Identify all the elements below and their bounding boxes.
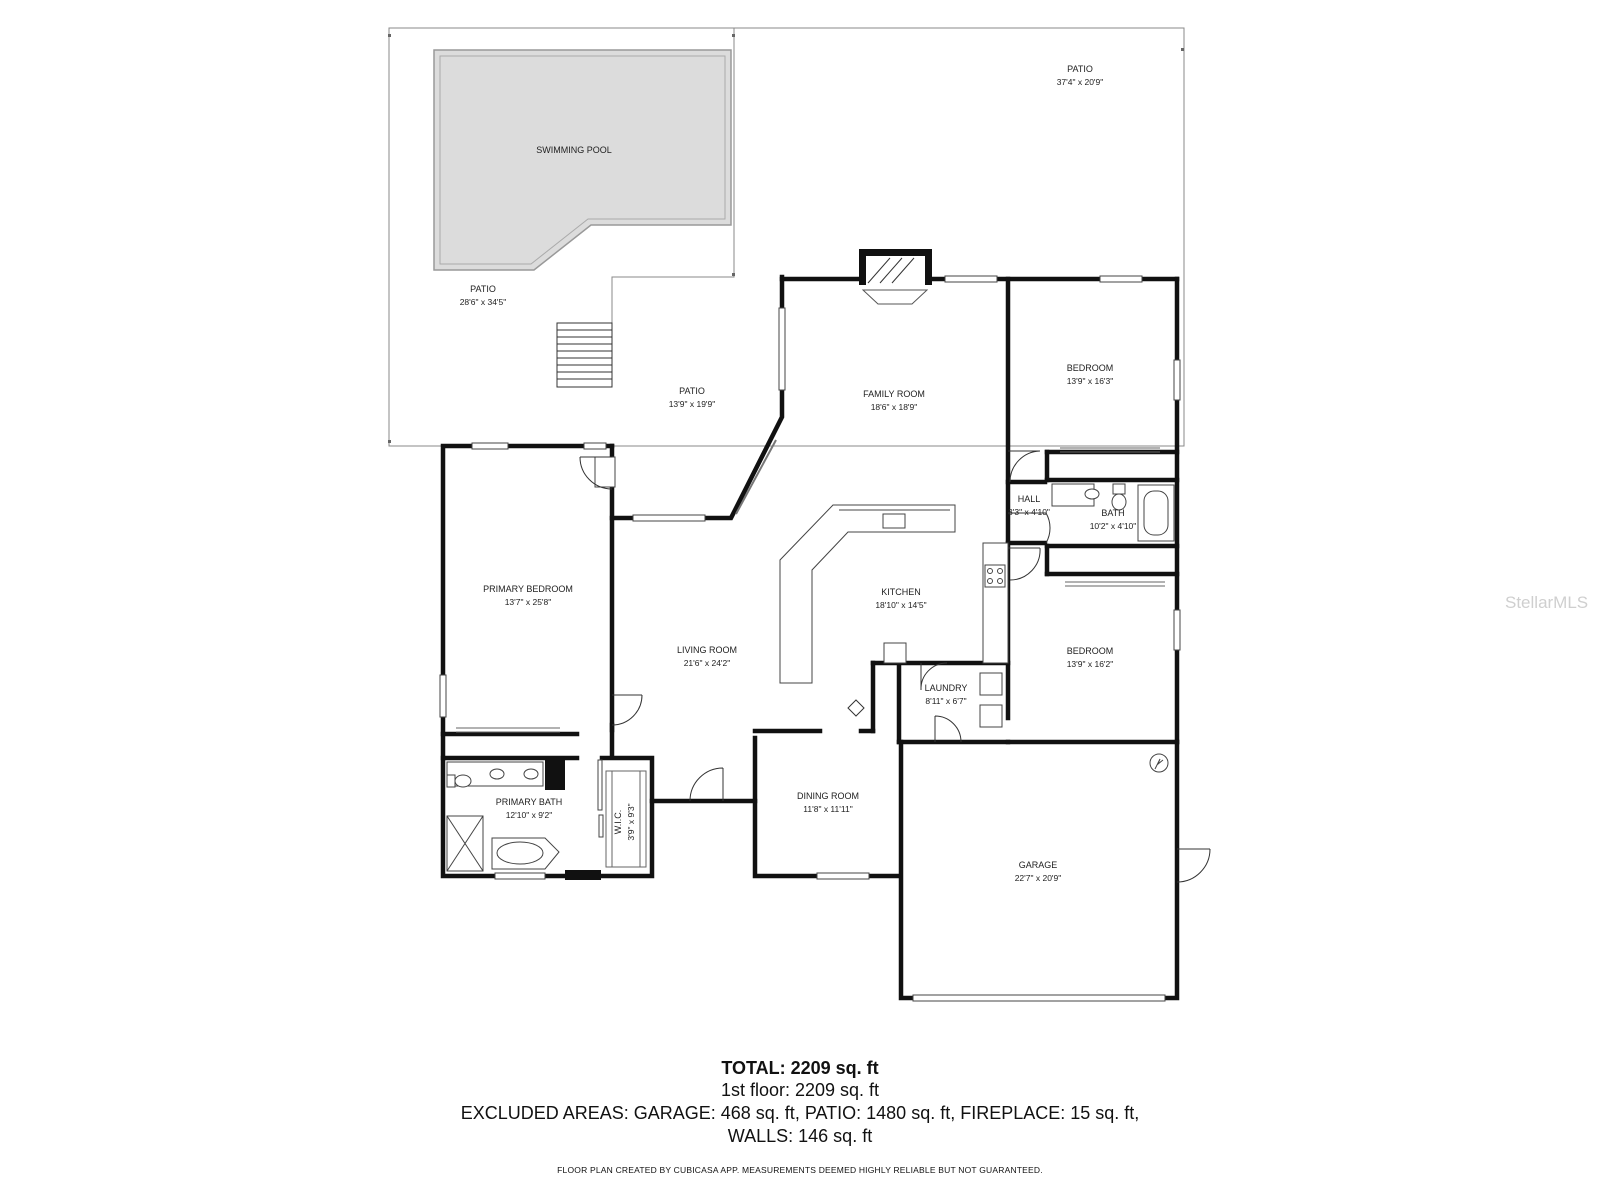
kitchen-label: KITCHEN bbox=[881, 587, 921, 597]
kitchen-dims: 18'10" x 14'5" bbox=[875, 600, 926, 610]
primary-bath-dims: 12'10" x 9'2" bbox=[506, 810, 553, 820]
patio-left-label: PATIO bbox=[470, 284, 496, 294]
patio-center-dims: 13'9" x 19'9" bbox=[669, 399, 716, 409]
kitchen-counters bbox=[779, 504, 1009, 684]
bedroom-top-label: BEDROOM bbox=[1067, 363, 1114, 373]
water-heater-icon bbox=[1149, 753, 1169, 773]
wall-blocks bbox=[545, 758, 601, 880]
bath-fixtures bbox=[1051, 483, 1175, 542]
living-room-dims: 21'6" x 24'2" bbox=[684, 658, 731, 668]
bedroom-right-dims: 13'9" x 16'2" bbox=[1067, 659, 1114, 669]
patio-area-outline bbox=[388, 27, 1185, 447]
disclaimer: FLOOR PLAN CREATED BY CUBICASA APP. MEAS… bbox=[557, 1165, 1043, 1175]
walls-area: WALLS: 146 sq. ft bbox=[727, 1126, 873, 1146]
patio-stairs bbox=[556, 322, 613, 388]
watermark: StellarMLS bbox=[1505, 593, 1589, 612]
primary-bath-label: PRIMARY BATH bbox=[496, 797, 563, 807]
patio-top-dims: 37'4" x 20'9" bbox=[1057, 77, 1104, 87]
floor-area: 1st floor: 2209 sq. ft bbox=[720, 1080, 880, 1100]
hall-dims: 3'3" x 4'10" bbox=[1008, 507, 1050, 517]
outdoor-outlines bbox=[388, 27, 1185, 447]
dining-room-label: DINING ROOM bbox=[797, 791, 859, 801]
bedroom-right-label: BEDROOM bbox=[1067, 646, 1114, 656]
swimming-pool-label: SWIMMING POOL bbox=[536, 145, 612, 155]
laundry-label: LAUNDRY bbox=[925, 683, 968, 693]
excluded-areas: EXCLUDED AREAS: GARAGE: 468 sq. ft, PATI… bbox=[460, 1103, 1140, 1123]
swimming-pool bbox=[433, 49, 732, 271]
primary-bedroom-dims: 13'7" x 25'8" bbox=[505, 597, 552, 607]
closet-doors bbox=[456, 447, 1165, 733]
garage-dims: 22'7" x 20'9" bbox=[1015, 873, 1062, 883]
patio-top-label: PATIO bbox=[1067, 64, 1093, 74]
laundry-dims: 8'11" x 6'7" bbox=[925, 696, 966, 706]
angled-slider-door bbox=[735, 439, 777, 515]
family-room-label: FAMILY ROOM bbox=[863, 389, 925, 399]
patio-center-label: PATIO bbox=[679, 386, 705, 396]
wic-label: W.I.C. bbox=[613, 810, 623, 835]
wic-shelves bbox=[605, 770, 647, 868]
wic-dims: 3'9" x 9'3" bbox=[626, 803, 636, 840]
dining-room-dims: 11'8" x 11'11" bbox=[803, 804, 852, 814]
patio-left-dims: 28'6" x 34'5" bbox=[460, 297, 507, 307]
family-room-dims: 18'6" x 18'9" bbox=[871, 402, 918, 412]
primary-bedroom-label: PRIMARY BEDROOM bbox=[483, 584, 573, 594]
doors bbox=[579, 450, 1211, 883]
bedroom-top-dims: 13'9" x 16'3" bbox=[1067, 376, 1114, 386]
laundry-appliances bbox=[979, 672, 1003, 728]
patio-posts bbox=[388, 34, 1184, 443]
bath-dims: 10'2" x 4'10" bbox=[1090, 521, 1137, 531]
garage-label: GARAGE bbox=[1019, 860, 1058, 870]
windows bbox=[439, 275, 1181, 1002]
primary-bath-fixtures bbox=[446, 759, 604, 872]
fireplace bbox=[859, 249, 932, 305]
total-area: TOTAL: 2209 sq. ft bbox=[721, 1058, 879, 1078]
room-labels: SWIMMING POOL PATIO 37'4" x 20'9" PATIO … bbox=[460, 64, 1137, 883]
living-room-label: LIVING ROOM bbox=[677, 645, 737, 655]
hall-label: HALL bbox=[1018, 494, 1041, 504]
bath-label: BATH bbox=[1101, 508, 1124, 518]
